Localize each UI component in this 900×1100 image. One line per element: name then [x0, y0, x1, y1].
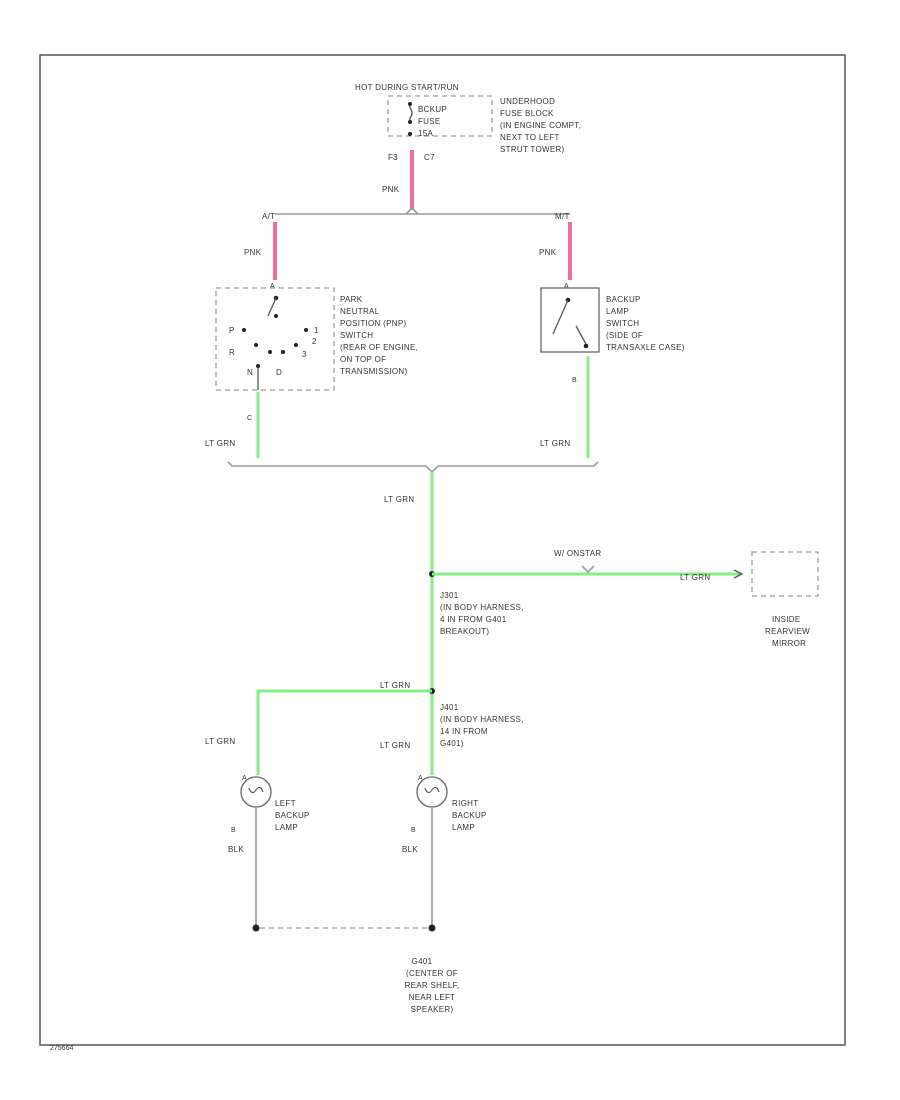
right-lamp-pin-a-label: A [418, 775, 423, 782]
left-lamp-label-line-2: BACKUP [275, 811, 310, 820]
green-wire-mirror-label: LT GRN [680, 573, 710, 582]
mirror-label-line-3: MIRROR [772, 639, 806, 648]
ground-label-line-5: SPEAKER) [411, 1005, 454, 1014]
fuse-location-line-3: (IN ENGINE COMPT, [500, 121, 581, 130]
backup-switch-contacts [552, 297, 589, 349]
pnp-position-2: 2 [312, 337, 317, 346]
ground-node-left [252, 924, 260, 932]
backup-switch-pin-b-label: B [572, 377, 577, 384]
fuse-location-line-5: STRUT TOWER) [500, 145, 565, 154]
fuse-pin-right-label: C7 [424, 153, 435, 162]
left-lamp-label-line-1: LEFT [275, 799, 296, 808]
backup-switch-label-line-3: SWITCH [606, 319, 639, 328]
mirror-label-line-1: INSIDE [772, 615, 800, 624]
pink-feed-wire-label: PNK [382, 185, 400, 194]
pnp-pin-c-label: C [247, 415, 252, 422]
right-lamp-pin-b-label: B [411, 827, 416, 834]
mirror-label-line-2: REARVIEW [765, 627, 810, 636]
ground-node-right [428, 924, 436, 932]
green-wire-pnp-label: LT GRN [205, 439, 235, 448]
backup-switch-label-line-2: LAMP [606, 307, 629, 316]
right-backup-lamp-bulb [416, 776, 448, 808]
j301-label-line-2: (IN BODY HARNESS, [440, 603, 524, 612]
fuse-symbol [408, 102, 413, 136]
fuse-block-outline [387, 95, 493, 137]
pnp-position-d: D [276, 368, 282, 377]
pnp-position-r: R [229, 348, 235, 357]
fuse-pin-left-label: F3 [388, 153, 398, 162]
pnp-position-1: 1 [314, 326, 319, 335]
left-lamp-pin-b-label: B [231, 827, 236, 834]
ground-label-line-4: NEAR LEFT [409, 993, 456, 1002]
pnp-label-line-4: SWITCH [340, 331, 373, 340]
pnp-label-line-7: TRANSMISSION) [340, 367, 407, 376]
fuse-name-label: BCKUP [418, 105, 447, 114]
ground-label-line-2: (CENTER OF [406, 969, 458, 978]
green-trunk-label: LT GRN [384, 495, 414, 504]
green-wire-right-lamp-label: LT GRN [380, 741, 410, 750]
pnp-position-n: N [247, 368, 253, 377]
backup-switch-label-line-5: TRANSAXLE CASE) [606, 343, 685, 352]
right-lamp-ground-wire-label: BLK [402, 845, 418, 854]
diagram-frame [39, 54, 846, 1046]
feed-junction-mark [405, 206, 419, 215]
pnp-position-3: 3 [302, 350, 307, 359]
backup-switch-pin-a-label: A [564, 283, 569, 290]
ground-label-line-1: G401 [412, 957, 433, 966]
switch-output-join [227, 461, 599, 474]
onstar-option-mark [581, 565, 595, 574]
j401-label-line-3: 14 IN FROM [440, 727, 488, 736]
branch-at-label: A/T [262, 212, 275, 221]
j401-label-line-4: G401) [440, 739, 464, 748]
pink-wire-backup-label: PNK [539, 248, 557, 257]
j301-label-line-3: 4 IN FROM G401 [440, 615, 507, 624]
green-wire-left-lamp [256, 689, 432, 775]
j401-label-line-2: (IN BODY HARNESS, [440, 715, 524, 724]
pink-wire-pnp-label: PNK [244, 248, 262, 257]
pnp-label-line-6: ON TOP OF [340, 355, 386, 364]
pnp-switch-contacts [242, 295, 308, 390]
fuse-location-line-2: FUSE BLOCK [500, 109, 554, 118]
pnp-position-p: P [229, 326, 235, 335]
green-wire-left-lamp-label: LT GRN [205, 737, 235, 746]
green-wire-backup-label: LT GRN [540, 439, 570, 448]
hot-at-all-times-label: HOT DURING START/RUN [355, 83, 459, 92]
green-wire-left-branch-label: LT GRN [380, 681, 410, 690]
fuse-rating-label: 15A [418, 129, 433, 138]
mirror-connector-mark [733, 569, 744, 579]
fuse-type-label: FUSE [418, 117, 441, 126]
pnp-label-line-5: (REAR OF ENGINE, [340, 343, 418, 352]
right-lamp-label-line-3: LAMP [452, 823, 475, 832]
backup-switch-outline [540, 287, 600, 353]
fuse-location-line-4: NEXT TO LEFT [500, 133, 560, 142]
pnp-label-line-2: NEUTRAL [340, 307, 380, 316]
j401-label-line-1: J401 [440, 703, 459, 712]
backup-switch-label-line-1: BACKUP [606, 295, 641, 304]
pnp-label-line-1: PARK [340, 295, 363, 304]
left-lamp-ground-wire-label: BLK [228, 845, 244, 854]
left-backup-lamp-bulb [240, 776, 272, 808]
backup-switch-label-line-4: (SIDE OF [606, 331, 643, 340]
pnp-label-line-3: POSITION (PNP) [340, 319, 406, 328]
branch-mt-label: M/T [555, 212, 570, 221]
left-lamp-pin-a-label: A [242, 775, 247, 782]
ground-label-line-3: REAR SHELF, [405, 981, 460, 990]
mirror-outline [751, 551, 819, 597]
pnp-switch-outline [215, 287, 335, 391]
right-lamp-label-line-1: RIGHT [452, 799, 478, 808]
right-lamp-label-line-2: BACKUP [452, 811, 487, 820]
figure-id: 275664 [50, 1045, 73, 1052]
onstar-option-label: W/ ONSTAR [554, 549, 601, 558]
pnp-pin-a-label: A [270, 283, 275, 290]
j301-label-line-4: BREAKOUT) [440, 627, 489, 636]
fuse-location-line-1: UNDERHOOD [500, 97, 555, 106]
j301-label-line-1: J301 [440, 591, 459, 600]
left-lamp-label-line-3: LAMP [275, 823, 298, 832]
